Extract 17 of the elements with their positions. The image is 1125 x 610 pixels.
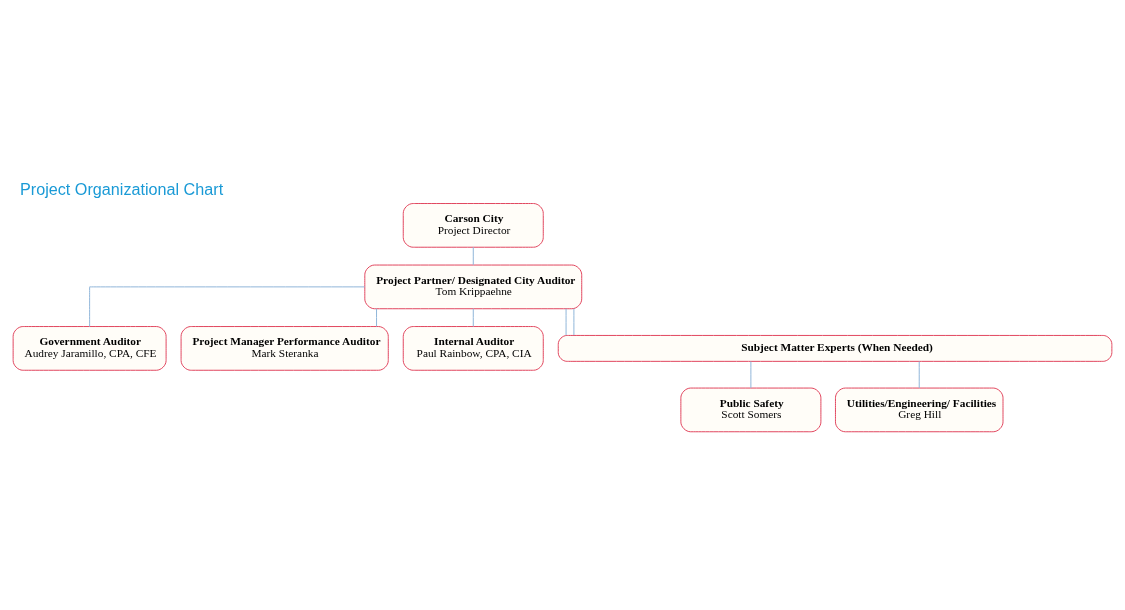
node-box: Subject Matter Experts (When Needed): [557, 334, 1113, 362]
node-box: Government Auditor Audrey Jaramillo, CPA, CFE: [12, 325, 167, 371]
diagram-title: Project Organizational Chart: [20, 179, 224, 198]
connector: [376, 307, 378, 327]
node-box: Public Safety Scott Somers: [680, 387, 822, 432]
node-box: Utilities/Engineering/ Facilities Greg Hill: [834, 387, 1004, 432]
node-box: Project Manager Performance Auditor Mark Steranka: [180, 325, 389, 371]
node-box: Internal Auditor Paul Rainbow, CPA, CIA: [402, 325, 544, 371]
connector: [472, 246, 474, 265]
connector: [472, 307, 474, 327]
connector: [89, 285, 366, 327]
connector: [750, 360, 752, 388]
node-box: Project Partner/ Designated City Auditor Tom Krippaehne: [364, 264, 583, 309]
connector: [918, 360, 920, 388]
node-box: Carson City Project Director: [402, 202, 544, 248]
connector: [565, 307, 567, 336]
connector: [573, 307, 575, 336]
